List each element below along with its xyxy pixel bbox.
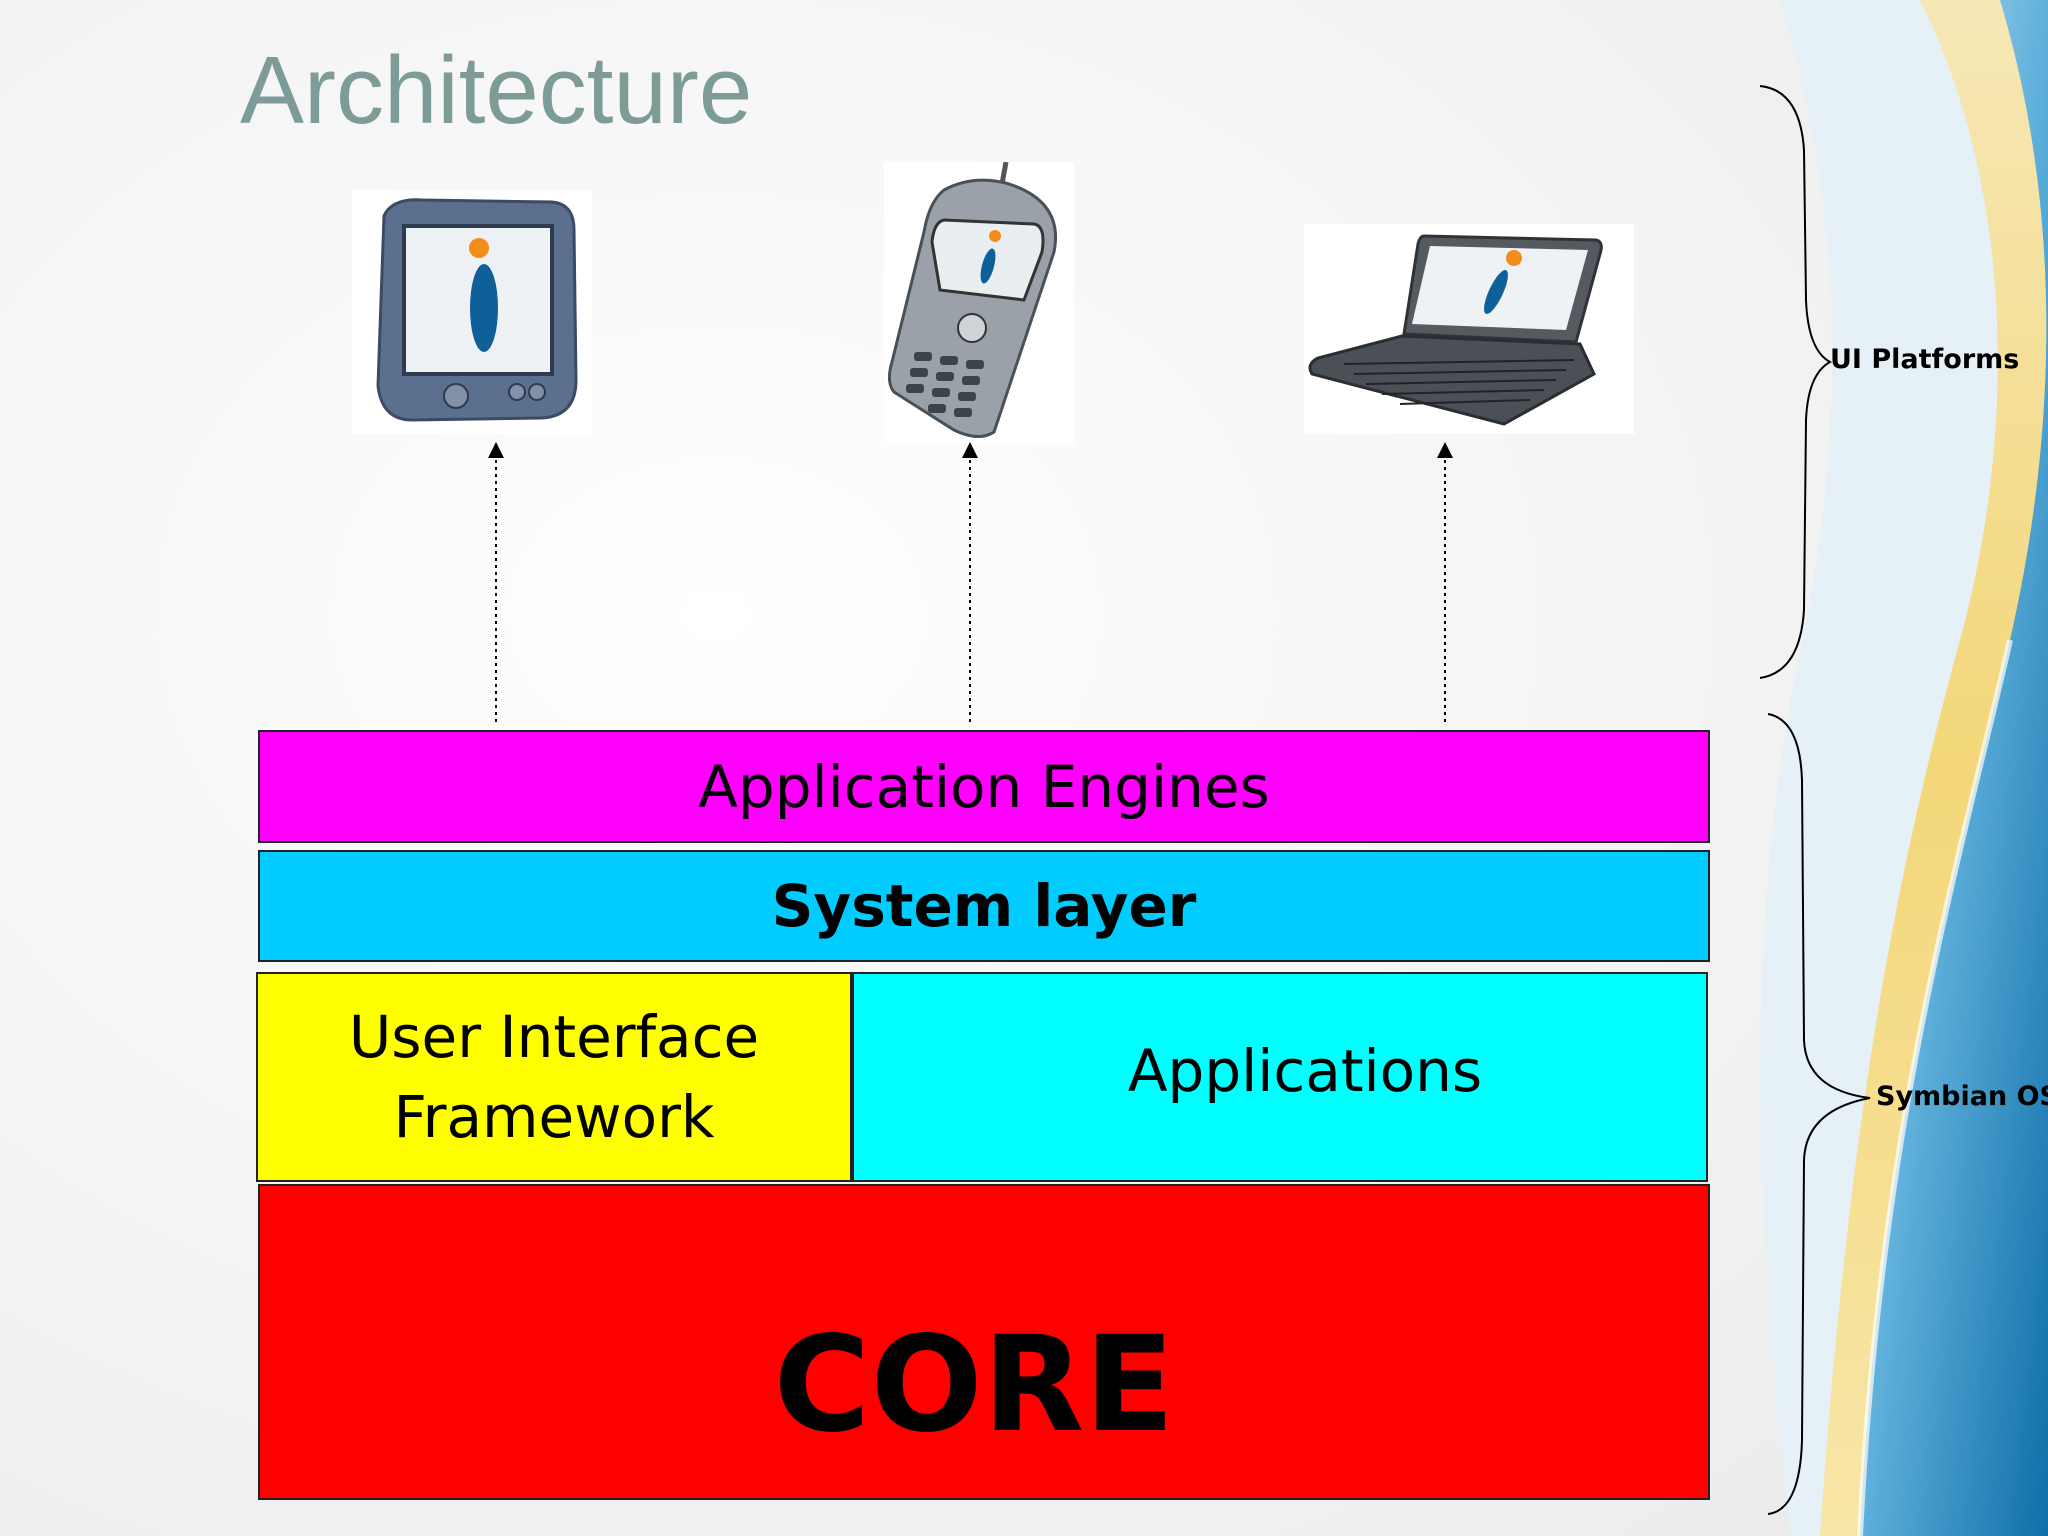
core-label: CORE [773, 1308, 1175, 1462]
applications-layer: Applications [852, 972, 1708, 1182]
mobile-phone-icon [884, 162, 1074, 444]
system-layer: System layer [258, 850, 1710, 962]
handheld-computer-icon [1304, 224, 1634, 434]
ui-framework-label-line1: User Interface [348, 1002, 760, 1071]
core-layer: CORE [258, 1184, 1710, 1500]
pda-icon [352, 190, 592, 434]
application-engines-layer: Application Engines [258, 730, 1710, 843]
ui-platforms-label: UI Platforms [1830, 344, 2020, 375]
system-layer-label: System layer [771, 872, 1197, 940]
wave-decoration-blue [1860, 0, 2048, 1536]
slide-title: Architecture [240, 37, 753, 144]
application-engines-label: Application Engines [698, 752, 1270, 821]
symbian-os-label: Symbian OS [1876, 1081, 2048, 1112]
ui-framework-label-line2: Framework [393, 1083, 715, 1151]
applications-label: Applications [1127, 1037, 1483, 1105]
ui-framework-layer: User Interface Framework [256, 972, 852, 1182]
